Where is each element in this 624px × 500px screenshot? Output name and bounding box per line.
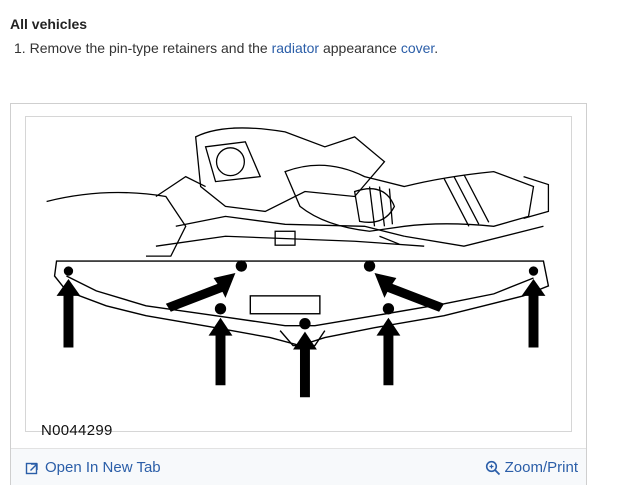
step-text-after: .	[434, 40, 439, 56]
magnifier-icon	[485, 460, 500, 475]
figure-footer: Open In New Tab Zoom/Print	[11, 448, 586, 485]
service-diagram[interactable]	[25, 116, 572, 432]
radiator-link[interactable]: radiator	[271, 40, 320, 56]
step-number: 1.	[14, 40, 26, 56]
instruction-step: 1. Remove the pin-type retainers and the…	[14, 40, 438, 56]
zoom-print-link[interactable]: Zoom/Print	[485, 459, 578, 476]
step-text-before: Remove the pin-type retainers and the	[29, 40, 268, 56]
radiator-cover	[53, 260, 550, 347]
open-in-new-tab-icon	[25, 462, 38, 474]
zoom-print-label: Zoom/Print	[504, 459, 578, 476]
section-heading: All vehicles	[10, 16, 88, 32]
retainer-arrows	[56, 273, 546, 398]
figure-id-label: N0044299	[41, 422, 113, 439]
step-text-middle: appearance	[322, 40, 397, 56]
open-in-new-tab-label: Open In New Tab	[45, 459, 161, 476]
open-in-new-tab-link[interactable]: Open In New Tab	[25, 459, 161, 476]
figure-panel: N0044299 Open In New Tab Zoom/Print	[10, 103, 587, 485]
engine-components	[46, 127, 550, 257]
cover-link[interactable]: cover	[400, 40, 435, 56]
